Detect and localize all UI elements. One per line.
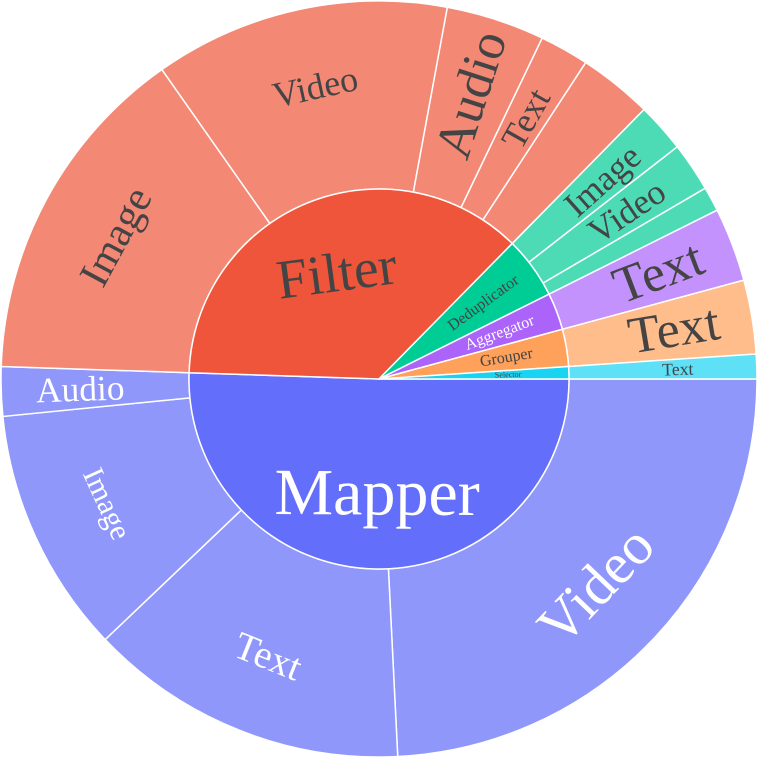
inner-label-selector: Selector [495,370,522,380]
inner-sector-mapper[interactable] [188,371,570,570]
inner-label-mapper: Mapper [274,456,480,530]
outer-label-selector-text: Text [662,359,694,380]
inner-ring [188,188,570,570]
inner-sector-filter[interactable] [188,188,514,380]
outer-label-mapper-audio: Audio [35,367,125,410]
inner-sector-selector[interactable] [378,365,570,380]
